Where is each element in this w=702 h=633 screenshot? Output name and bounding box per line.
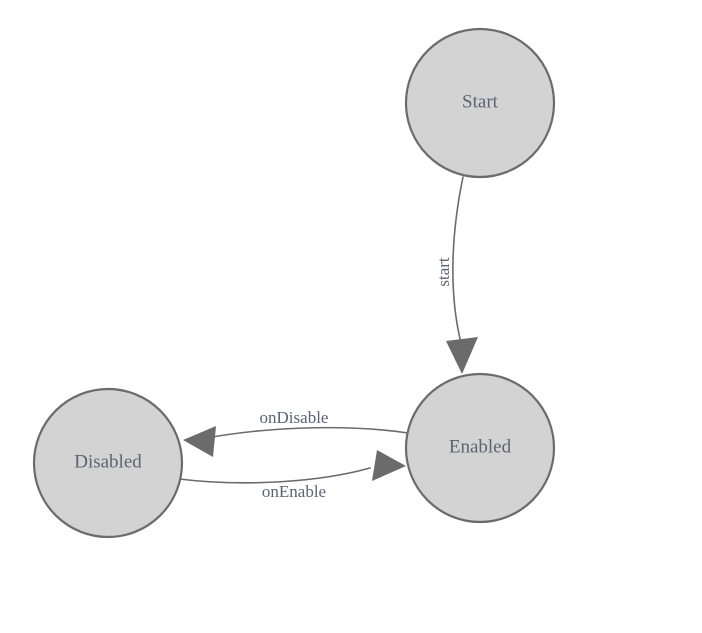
edge-label-on-disable: onDisable	[260, 408, 329, 427]
node-disabled[interactable]: Disabled	[32, 387, 184, 539]
edge-path-disabled-to-enabled	[178, 467, 371, 484]
edge-start-to-enabled[interactable]	[446, 176, 478, 374]
edge-enabled-to-disabled[interactable]	[183, 426, 409, 457]
arrow-head-disabled-to-enabled	[372, 450, 406, 481]
edge-path-start-to-enabled	[452, 176, 464, 344]
node-enabled-label: Enabled	[449, 436, 512, 457]
node-enabled[interactable]: Enabled	[404, 372, 556, 524]
arrow-head-enabled-to-disabled	[183, 426, 216, 457]
node-disabled-circle	[32, 387, 184, 539]
node-enabled-circle	[404, 372, 556, 524]
arrow-head-start-to-enabled	[446, 337, 478, 374]
node-start-label: Start	[462, 91, 499, 112]
node-start[interactable]: Start	[404, 27, 556, 179]
edge-disabled-to-enabled[interactable]	[178, 450, 406, 484]
edge-label-start: start	[434, 257, 453, 287]
node-disabled-label: Disabled	[74, 451, 142, 472]
node-start-circle	[404, 27, 556, 179]
edge-path-enabled-to-disabled	[195, 426, 409, 441]
edge-label-on-enable: onEnable	[262, 482, 326, 501]
